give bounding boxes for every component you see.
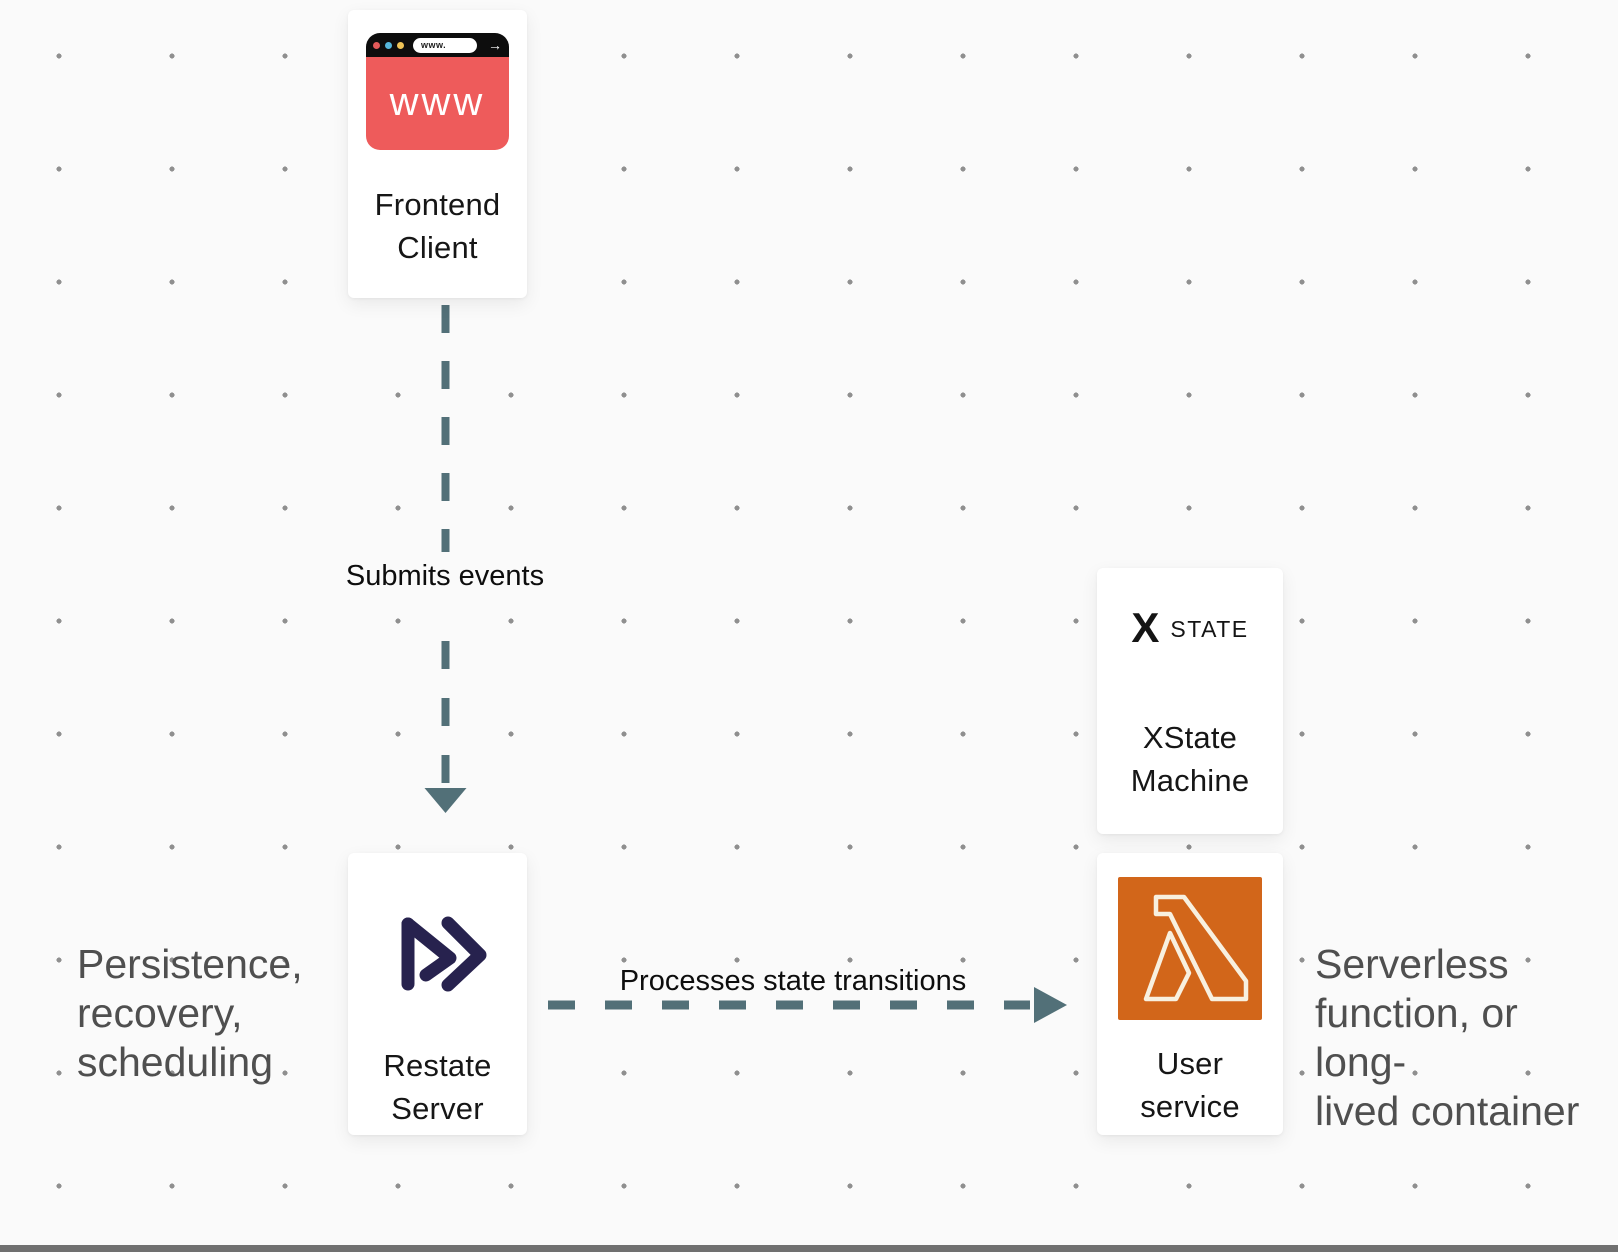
browser-url-pill: www. bbox=[413, 37, 477, 53]
go-arrow-icon: → bbox=[488, 37, 502, 53]
edge-label-submits-events: Submits events bbox=[345, 560, 545, 592]
arrow-head-down-icon bbox=[424, 788, 467, 813]
node-title-restate-server: Restate Server bbox=[383, 1048, 492, 1126]
node-title-xstate-machine: XState Machine bbox=[1130, 720, 1250, 798]
aws-lambda-icon bbox=[1118, 877, 1262, 1020]
node-frontend-client: www. → www Frontend Client bbox=[348, 10, 527, 298]
browser-dot-yellow-icon bbox=[397, 41, 404, 49]
annotation-user-service-deployment: Serverless function, or long- lived cont… bbox=[1315, 941, 1580, 1134]
edge-label-processes-state-transitions: Processes state transitions bbox=[619, 965, 967, 997]
node-title-user-service: User service bbox=[1140, 1046, 1240, 1124]
window-bottom-edge bbox=[0, 1245, 1618, 1252]
annotation-restate-capabilities: Persistence, recovery, scheduling bbox=[77, 941, 303, 1085]
restate-logo-icon bbox=[401, 916, 487, 992]
node-restate-server: Restate Server bbox=[348, 853, 527, 1135]
browser-dot-red-icon bbox=[373, 41, 380, 49]
node-xstate-machine: X STATE XState Machine bbox=[1097, 568, 1283, 834]
xstate-logo-state: STATE bbox=[1170, 615, 1249, 642]
browser-icon: www. → www bbox=[366, 33, 509, 150]
xstate-logo-x: X bbox=[1131, 604, 1160, 651]
browser-titlebar: www. → bbox=[366, 33, 509, 57]
node-user-service: User service bbox=[1097, 853, 1283, 1135]
browser-dot-blue-icon bbox=[385, 41, 392, 49]
browser-body-www-label: www bbox=[366, 57, 509, 150]
node-title-frontend-client: Frontend Client bbox=[374, 187, 501, 265]
arrow-head-right-icon bbox=[1034, 987, 1067, 1023]
xstate-logo: X STATE bbox=[1097, 604, 1283, 652]
